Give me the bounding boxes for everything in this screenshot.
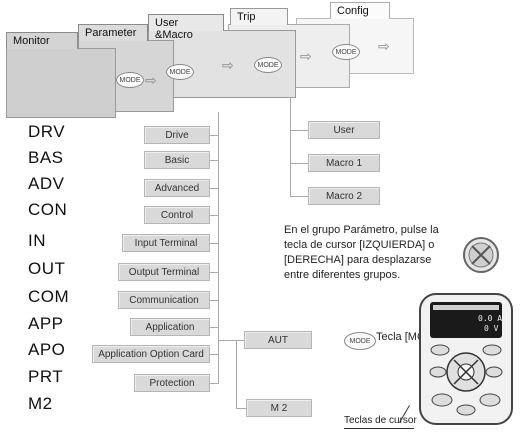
cursor-keys-label: Teclas de cursor: [344, 415, 417, 426]
arrow-right-icon: ⇨: [222, 57, 234, 73]
underline: [344, 428, 414, 429]
keypad-display-value: 0 V: [484, 324, 499, 333]
group-item-drive[interactable]: Drive: [144, 126, 210, 144]
arrow-right-icon: ⇨: [378, 38, 390, 54]
group-item-protection[interactable]: Protection: [134, 374, 210, 392]
mode-key-monitor[interactable]: MODE: [116, 72, 144, 88]
mode-key-icon[interactable]: MODE: [344, 332, 376, 350]
mode-key-trip[interactable]: MODE: [332, 44, 360, 60]
arrow-right-icon: ⇨: [300, 48, 312, 64]
tab-user-macro[interactable]: User &Macro: [148, 14, 224, 41]
tree-branch-line: [209, 160, 219, 161]
tree-branch-line: [209, 383, 219, 384]
tree-branch-line: [209, 135, 219, 136]
group-item-advanced[interactable]: Advanced: [144, 179, 210, 197]
tree-branch-line: [209, 243, 219, 244]
tree-trunk-line: [218, 112, 219, 384]
tree-branch-line: [236, 408, 246, 409]
group-item-control[interactable]: Control: [144, 206, 210, 224]
mode-key-parameter[interactable]: MODE: [166, 64, 194, 80]
user-macro-item-macro-1[interactable]: Macro 1: [308, 154, 380, 172]
group-item-communication[interactable]: Communication: [118, 291, 210, 309]
group-code: M2: [28, 394, 53, 413]
user-macro-item-user[interactable]: User: [308, 121, 380, 139]
sub-item-aut[interactable]: AUT: [244, 331, 312, 349]
tab-trip[interactable]: Trip: [230, 8, 288, 25]
tree-branch-line: [290, 196, 308, 197]
user-macro-item-macro-2[interactable]: Macro 2: [308, 187, 380, 205]
group-code: ADV: [28, 174, 65, 193]
group-code: OUT: [28, 259, 66, 278]
sub-item-m2[interactable]: M 2: [246, 399, 312, 417]
tree-branch-line: [290, 163, 308, 164]
tree-branch-line: [209, 215, 219, 216]
tree-trunk-line: [290, 98, 291, 196]
tree-branch-line: [218, 340, 244, 341]
tree-branch-line: [209, 300, 219, 301]
tab-config[interactable]: Config: [330, 2, 390, 19]
group-item-application[interactable]: Application: [130, 318, 210, 336]
mode-key-user-macro[interactable]: MODE: [254, 57, 282, 73]
group-item-application-option-card[interactable]: Application Option Card: [92, 345, 210, 363]
tree-trunk-line: [236, 340, 237, 408]
arrow-right-icon: ⇨: [145, 72, 157, 88]
group-code: BAS: [28, 148, 64, 167]
tab-parameter[interactable]: Parameter: [78, 24, 148, 41]
tree-branch-line: [290, 130, 308, 131]
group-code: CON: [28, 200, 68, 219]
group-item-output-terminal[interactable]: Output Terminal: [118, 263, 210, 281]
keypad-device: [419, 293, 513, 425]
group-code: APO: [28, 340, 66, 359]
group-item-input-terminal[interactable]: Input Terminal: [122, 234, 210, 252]
keypad-display-value: 0.0 A: [478, 314, 503, 323]
tree-branch-line: [209, 188, 219, 189]
tree-branch-line: [209, 354, 219, 355]
tree-branch-line: [209, 327, 219, 328]
tab-monitor[interactable]: Monitor: [6, 32, 78, 49]
cursor-key-icon: [463, 237, 499, 273]
group-code: APP: [28, 314, 64, 333]
group-code: DRV: [28, 122, 66, 141]
tree-branch-line: [209, 272, 219, 273]
group-code: PRT: [28, 367, 64, 386]
note-text: En el grupo Parámetro, pulse la tecla de…: [284, 224, 439, 281]
group-item-basic[interactable]: Basic: [144, 151, 210, 169]
group-code: IN: [28, 231, 46, 250]
monitor-panel: [6, 48, 116, 118]
group-code: COM: [28, 287, 70, 306]
